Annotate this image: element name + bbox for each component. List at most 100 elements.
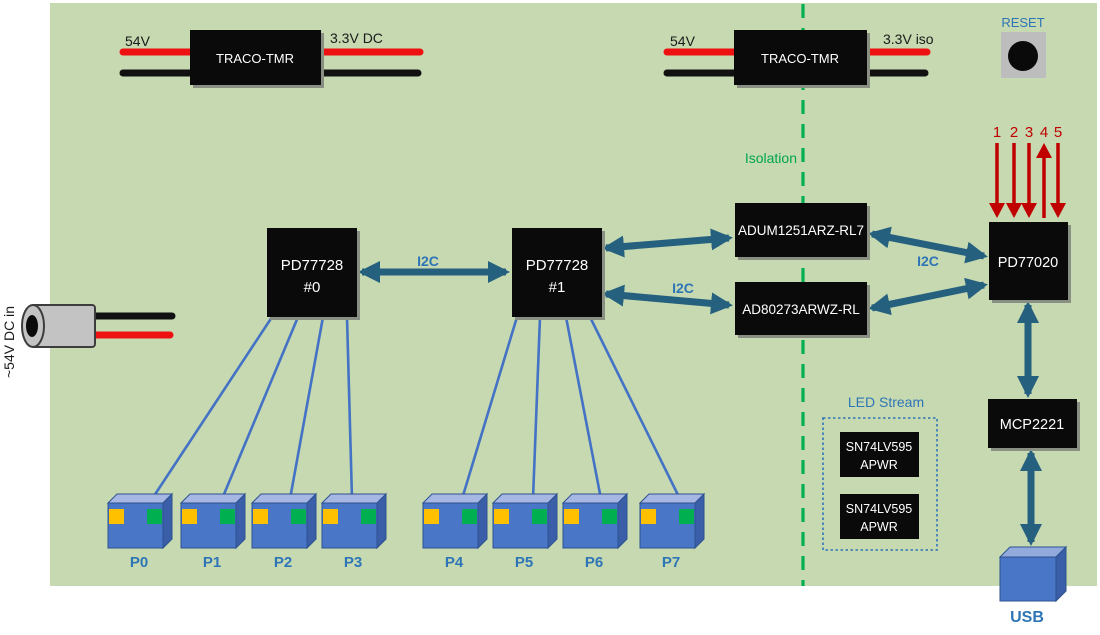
port-fanout-lines — [150, 316, 682, 500]
port-top-face — [106, 493, 174, 504]
port-pin-yellow — [109, 509, 124, 524]
signal-number-5: 5 — [1054, 124, 1062, 141]
signal-arrows: 1 2 3 4 5 — [989, 124, 1066, 218]
led-stream-label: LED Stream — [848, 394, 924, 410]
chip-label: AD80273ARWZ-RL — [742, 302, 860, 317]
chip-label-line1: SN74LV595 — [846, 502, 913, 516]
port-side-face — [694, 492, 705, 550]
reset-label: RESET — [1001, 15, 1044, 30]
port-p4: P4 — [421, 492, 489, 571]
port-label: P0 — [130, 554, 148, 571]
chip-sn74lv595-2: SN74LV595 APWR — [840, 494, 919, 539]
traco-left-block — [190, 30, 321, 85]
led-stream-group: LED Stream SN74LV595 APWR SN74LV595 APWR — [822, 394, 938, 551]
chip-ad80273: AD80273ARWZ-RL — [735, 282, 870, 338]
port-p5: P5 — [491, 492, 559, 571]
chip-label-line2: #0 — [304, 279, 321, 296]
port-top-face — [421, 493, 489, 504]
isolation-label: Isolation — [745, 150, 797, 166]
arrow-adum-pd77020 — [868, 226, 988, 264]
line-pd0-p3 — [345, 316, 354, 500]
port-top-face — [320, 493, 388, 504]
port-top-face — [250, 493, 318, 504]
port-side-face — [477, 492, 488, 550]
usb-front-face — [999, 556, 1057, 602]
reset-button: RESET — [1001, 15, 1046, 78]
chip-label-line2: APWR — [860, 520, 898, 534]
chip-pd77020: PD77020 — [989, 222, 1071, 303]
chip-sn74lv595-1: SN74LV595 APWR — [840, 432, 919, 477]
chip-label: ADUM1251ARZ-RL7 — [738, 223, 864, 238]
chip-body — [988, 399, 1077, 448]
port-p7: P7 — [638, 492, 706, 571]
usb-label: USB — [1010, 609, 1044, 626]
chip-label: MCP2221 — [1000, 417, 1064, 433]
port-pin-green — [291, 509, 306, 524]
port-pin-yellow — [253, 509, 268, 524]
port-pin-green — [602, 509, 617, 524]
port-label: P5 — [515, 554, 533, 571]
bus-arrows — [358, 226, 1042, 546]
chip-body — [267, 228, 357, 317]
line-pd1-p7 — [588, 316, 682, 500]
port-p6: P6 — [561, 492, 629, 571]
port-side-face — [617, 492, 628, 550]
port-pin-green — [532, 509, 547, 524]
chip-label-line1: PD77728 — [281, 257, 344, 274]
arrow-ad80-pd77020 — [868, 277, 988, 316]
chip-label-line2: #1 — [549, 279, 566, 296]
port-top-face — [179, 493, 247, 504]
chip-body — [735, 282, 867, 335]
port-side-face — [235, 492, 246, 550]
i2c-label-2: I2C — [672, 280, 694, 296]
line-pd1-p4 — [460, 316, 519, 500]
i2c-arrow-pd1-ad80 — [602, 284, 733, 315]
port-label: P1 — [203, 554, 221, 571]
chip-label-line1: SN74LV595 — [846, 440, 913, 454]
power-module-left: TRACO-TMR 54V 3.3V DC — [119, 30, 424, 88]
line-pd1-p6 — [564, 316, 603, 500]
chip-label-line1: PD77728 — [526, 257, 589, 274]
port-p1: P1 — [179, 492, 247, 571]
dc-input-connector — [21, 304, 176, 348]
arrow-pd1-adum — [602, 228, 733, 258]
signal-number-2: 2 — [1010, 124, 1018, 141]
led-stream-box — [822, 417, 938, 551]
port-top-face — [561, 493, 629, 504]
signal-number-4: 4 — [1040, 124, 1048, 141]
i2c-label-1: I2C — [417, 253, 439, 269]
port-pin-yellow — [494, 509, 509, 524]
line-pd1-p5 — [531, 316, 542, 500]
port-label: P2 — [274, 554, 292, 571]
line-pd0-p1 — [220, 316, 300, 500]
port-connectors: P0 P1 P2 P3 — [106, 492, 706, 571]
port-label: P3 — [344, 554, 362, 571]
chip-adum1251: ADUM1251ARZ-RL7 — [735, 203, 870, 260]
reset-button-cap — [1008, 41, 1038, 71]
chip-body — [735, 203, 867, 257]
port-top-face — [638, 493, 706, 504]
port-pin-yellow — [641, 509, 656, 524]
traco-right-input-label: 54V — [670, 33, 696, 49]
port-pin-green — [462, 509, 477, 524]
port-side-face — [376, 492, 387, 550]
port-p3: P3 — [320, 492, 388, 571]
port-pin-green — [147, 509, 162, 524]
traco-left-input-label: 54V — [125, 33, 151, 49]
line-pd0-p0 — [150, 316, 274, 500]
port-top-face — [491, 493, 559, 504]
chip-body — [989, 222, 1068, 300]
signal-number-1: 1 — [993, 124, 1001, 141]
usb-side-face — [1055, 545, 1067, 603]
usb-connector: USB — [998, 545, 1068, 626]
chip-label-line2: APWR — [860, 458, 898, 472]
port-label: P4 — [445, 554, 464, 571]
power-module-right: TRACO-TMR 54V 3.3V iso — [663, 30, 934, 88]
port-pin-green — [361, 509, 376, 524]
dc-input-label: ~54V DC in — [1, 306, 17, 378]
chip-pd77728-1: PD77728 #1 — [512, 228, 605, 320]
port-p2: P2 — [250, 492, 318, 571]
traco-left-output-label: 3.3V DC — [330, 30, 383, 46]
signal-number-3: 3 — [1025, 124, 1033, 141]
